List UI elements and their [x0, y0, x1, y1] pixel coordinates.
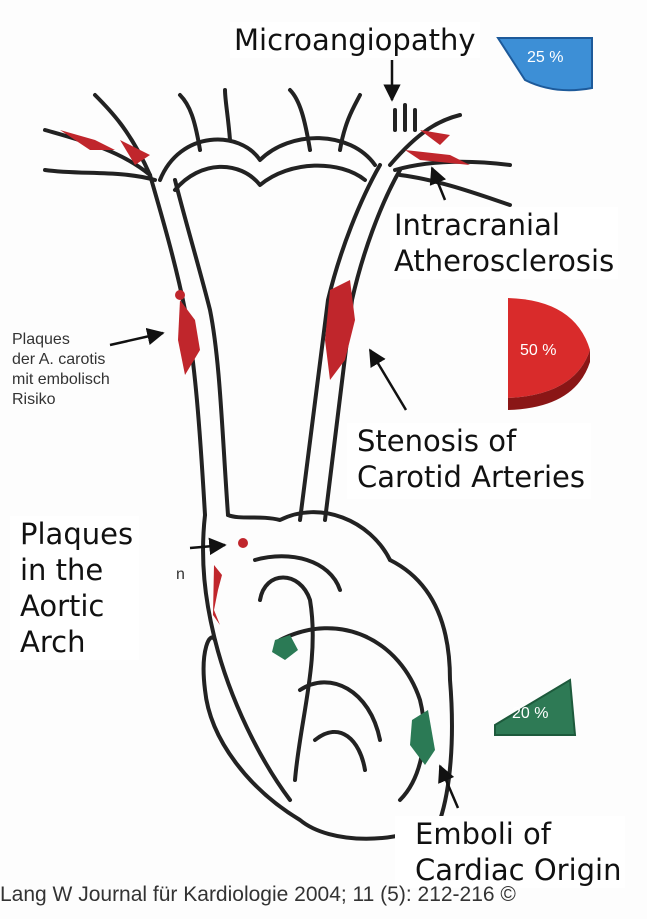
plaque-arch-bulb	[238, 538, 248, 548]
plaque-right-branch-1	[420, 130, 450, 145]
german-fragment: n	[176, 565, 185, 585]
label-emboli-line1: Emboli of	[415, 816, 621, 852]
arrow-aortic-arch	[190, 545, 225, 548]
german-line3: mit embolisch	[12, 370, 110, 390]
label-intracranial-line1: Intracranial	[394, 207, 614, 243]
german-line1: Plaques	[12, 330, 110, 350]
german-line2: der A. carotis	[12, 350, 110, 370]
badge-20-text: 20 %	[512, 705, 548, 722]
circle-top-inner	[175, 166, 365, 190]
microvessels	[395, 105, 415, 130]
badge-25: 25 %	[498, 38, 592, 90]
arrow-german-label	[110, 333, 163, 345]
heart-septum	[280, 628, 424, 800]
label-stenosis-line1: Stenosis of	[357, 423, 585, 459]
label-microangiopathy: Microangiopathy	[230, 22, 480, 58]
plaque-aortic-arch	[213, 565, 222, 625]
right-branch-5	[340, 95, 360, 150]
badge-25-text: 25 %	[527, 49, 563, 66]
left-branch-2	[45, 170, 155, 180]
label-plaques-arch-line1: Plaques	[20, 516, 133, 552]
plaque-left-bulb	[175, 290, 185, 300]
plaque-right-carotid	[325, 280, 355, 380]
badge-50: 50 %	[508, 298, 590, 410]
label-emboli-cardiac: Emboli of Cardiac Origin	[395, 816, 625, 888]
arrow-stenosis	[370, 350, 406, 410]
left-branch-5	[225, 90, 230, 140]
plaque-heart-ventricle	[410, 710, 435, 765]
citation: Lang W Journal für Kardiologie 2004; 11 …	[0, 883, 516, 907]
plaque-left-carotid	[178, 300, 200, 375]
arch-top	[228, 512, 390, 560]
label-stenosis-carotid: Stenosis of Carotid Arteries	[347, 423, 591, 499]
left-branch-3	[95, 95, 150, 175]
german-line4: Risiko	[12, 390, 110, 410]
badge-50-text: 50 %	[520, 342, 556, 359]
german-label-carotis: Plaques der A. carotis mit embolisch Ris…	[12, 330, 110, 410]
label-plaques-arch-line2: in the	[20, 552, 133, 588]
left-branch-4	[180, 95, 200, 150]
heart-outline	[204, 560, 452, 839]
heart-inner-2	[315, 732, 365, 770]
label-plaques-aortic-arch: Plaques in the Aortic Arch	[10, 516, 139, 660]
plaque-left-branch-1	[60, 130, 115, 150]
label-intracranial-line2: Atherosclerosis	[394, 243, 614, 279]
badge-20: 20 %	[495, 680, 575, 735]
right-branch-3	[400, 175, 510, 205]
label-plaques-arch-line3: Aortic	[20, 588, 133, 624]
plaque-heart-upper	[272, 635, 298, 660]
label-intracranial-atherosclerosis: Intracranial Atherosclerosis	[390, 207, 618, 279]
label-stenosis-line2: Carotid Arteries	[357, 459, 585, 495]
descending-aorta	[260, 578, 313, 781]
label-plaques-arch-line4: Arch	[20, 624, 133, 660]
